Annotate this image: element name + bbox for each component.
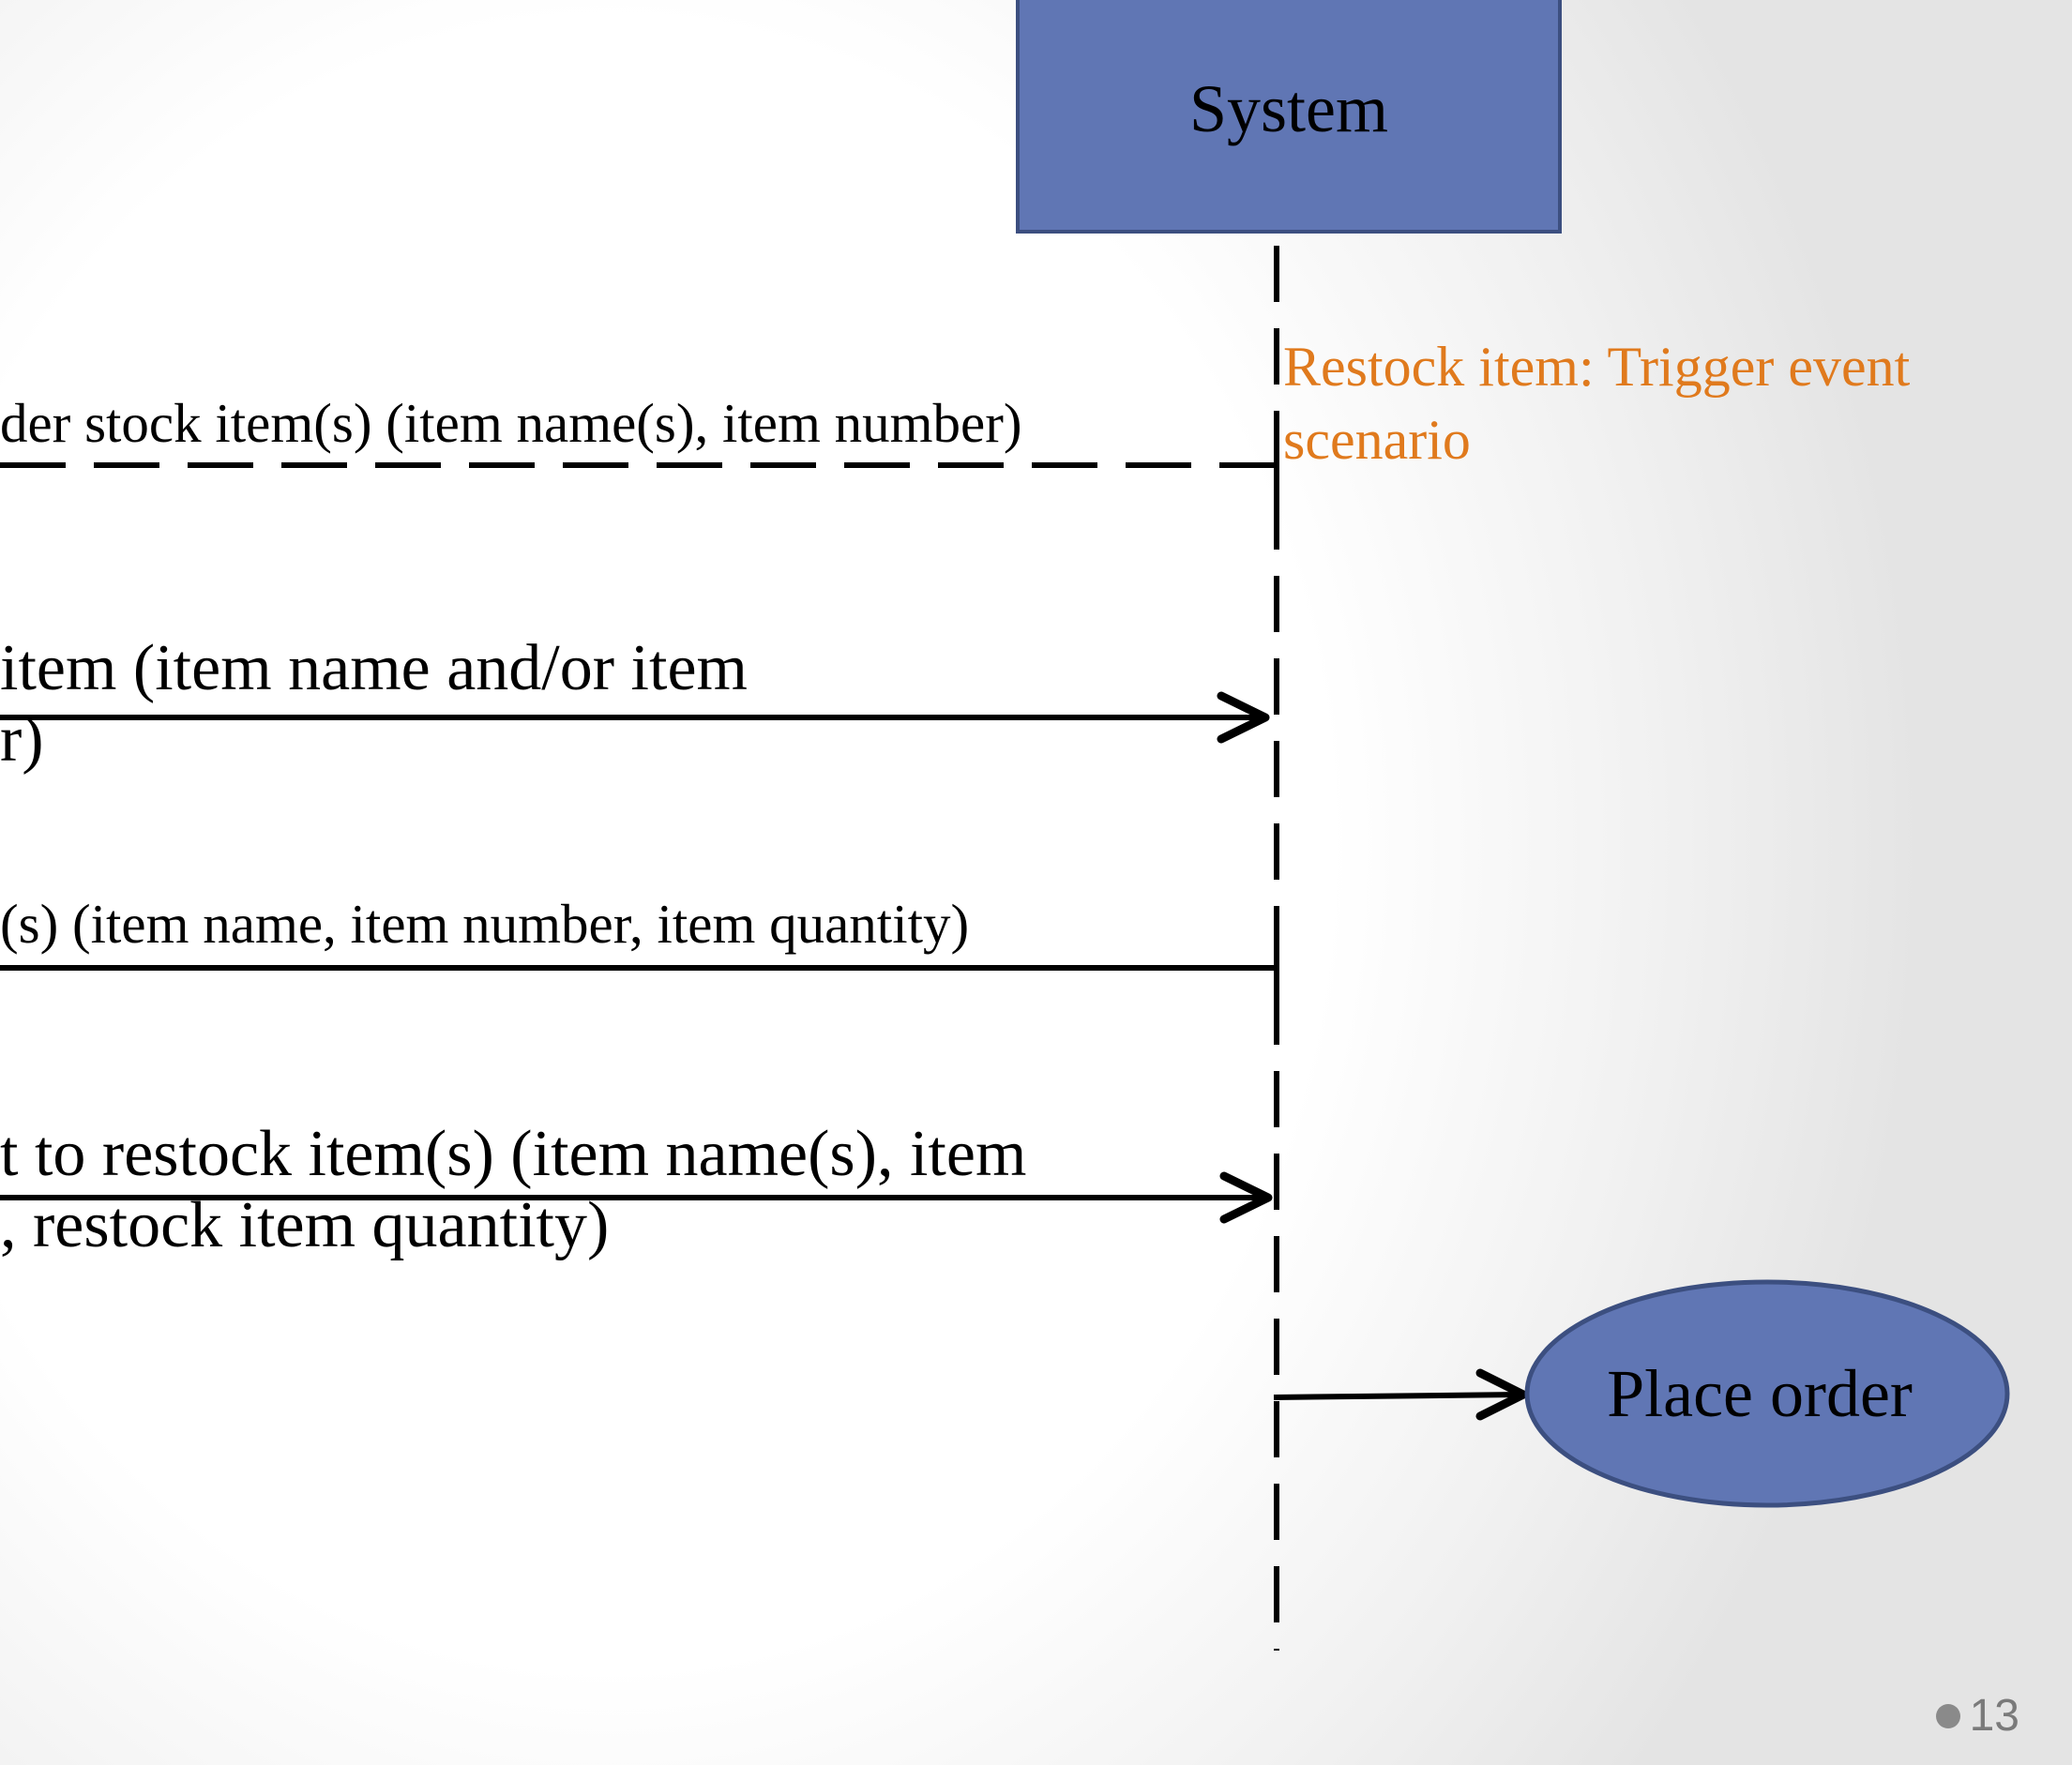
note-line-2: scenario: [1283, 409, 1471, 471]
page-number-text: 13: [1969, 1691, 2019, 1741]
message-5-line: [1273, 1392, 1520, 1400]
place-order-label: Place order: [1607, 1356, 1913, 1431]
place-order-ellipse: [1524, 1279, 2010, 1508]
page-number: 13: [1935, 1690, 2019, 1742]
trigger-event-note: Restock item: Trigger event scenario: [1283, 330, 1910, 476]
message-1-label: der stock item(s) (item name(s), item nu…: [0, 392, 1022, 454]
message-3-label: (s) (item name, item number, item quanti…: [0, 893, 969, 955]
message-4-label: t to restock item(s) (item name(s), item…: [0, 1119, 1026, 1260]
message-5-arrowhead: [1475, 1368, 1528, 1421]
message-4-arrowhead: [1219, 1171, 1273, 1224]
system-actor-box: [1016, 0, 1562, 234]
message-1-label-line-1: der stock item(s) (item name(s), item nu…: [0, 392, 1022, 454]
message-2-arrowhead: [1217, 691, 1270, 744]
message-3-label-line-1: (s) (item name, item number, item quanti…: [0, 893, 970, 955]
system-actor-label: System: [1188, 71, 1389, 146]
note-line-1: Restock item: Trigger event: [1283, 336, 1911, 398]
message-2-label: item (item name and/or item r): [0, 633, 748, 775]
message-2-label-line-2: r): [0, 702, 44, 776]
message-2-label-line-1: item (item name and/or item: [0, 632, 748, 704]
message-4-label-line-1: t to restock item(s) (item name(s), item: [0, 1118, 1027, 1190]
bullet-dot-icon: [1935, 1703, 1960, 1728]
message-4-label-line-2: , restock item quantity): [0, 1188, 610, 1261]
